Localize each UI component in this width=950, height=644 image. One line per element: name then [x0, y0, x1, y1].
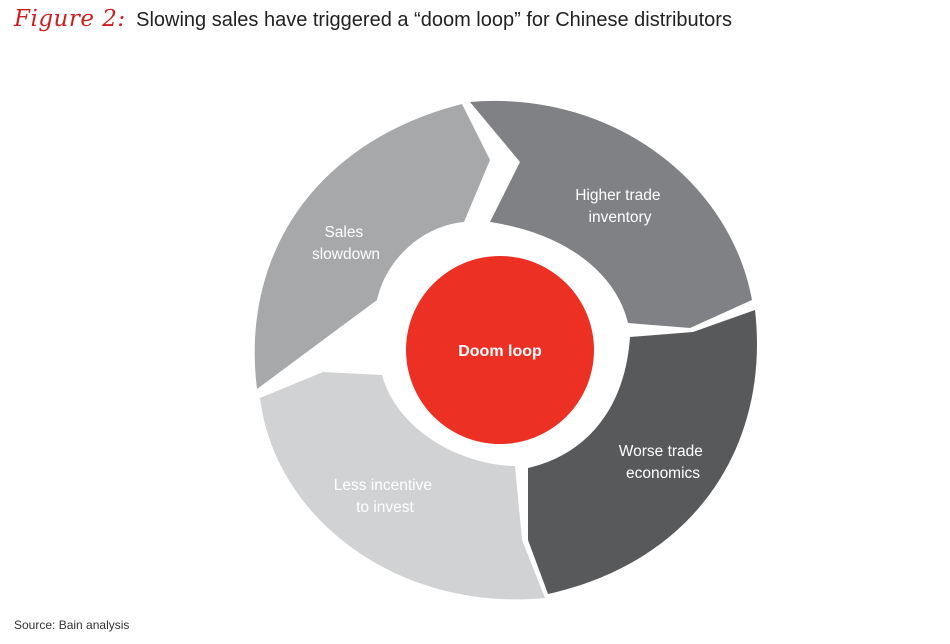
label-higher-trade-inventory: Higher trade inventory — [575, 187, 665, 226]
label-less-incentive-to-invest-line-2: to invest — [356, 499, 414, 516]
label-sales-slowdown-line-1: Sales — [324, 224, 363, 241]
source-note: Source: Bain analysis — [14, 618, 130, 632]
figure-header: Figure 2: Slowing sales have triggered a… — [14, 6, 940, 38]
doom-loop-center-label: Doom loop — [458, 343, 542, 360]
label-less-incentive-to-invest-line-1: Less incentive — [334, 477, 432, 494]
figure-label: Figure 2: — [14, 6, 126, 32]
doom-loop-center-circle — [406, 256, 594, 444]
segment-less-incentive-to-invest — [260, 372, 545, 600]
label-sales-slowdown: Sales slowdown — [312, 224, 380, 263]
label-less-incentive-to-invest: Less incentive to invest — [334, 477, 437, 516]
label-sales-slowdown-line-2: slowdown — [312, 246, 380, 263]
segment-higher-trade-inventory — [470, 100, 752, 328]
label-worse-trade-economics-line-1: Worse trade — [619, 443, 703, 460]
label-higher-trade-inventory-line-1: Higher trade — [575, 187, 660, 204]
segment-worse-trade-economics — [528, 310, 757, 594]
label-higher-trade-inventory-line-2: inventory — [589, 209, 652, 226]
label-worse-trade-economics-line-2: economics — [626, 465, 700, 482]
label-worse-trade-economics: Worse trade economics — [619, 443, 707, 482]
segment-sales-slowdown — [254, 104, 490, 389]
figure-title: Slowing sales have triggered a “doom loo… — [136, 9, 732, 31]
